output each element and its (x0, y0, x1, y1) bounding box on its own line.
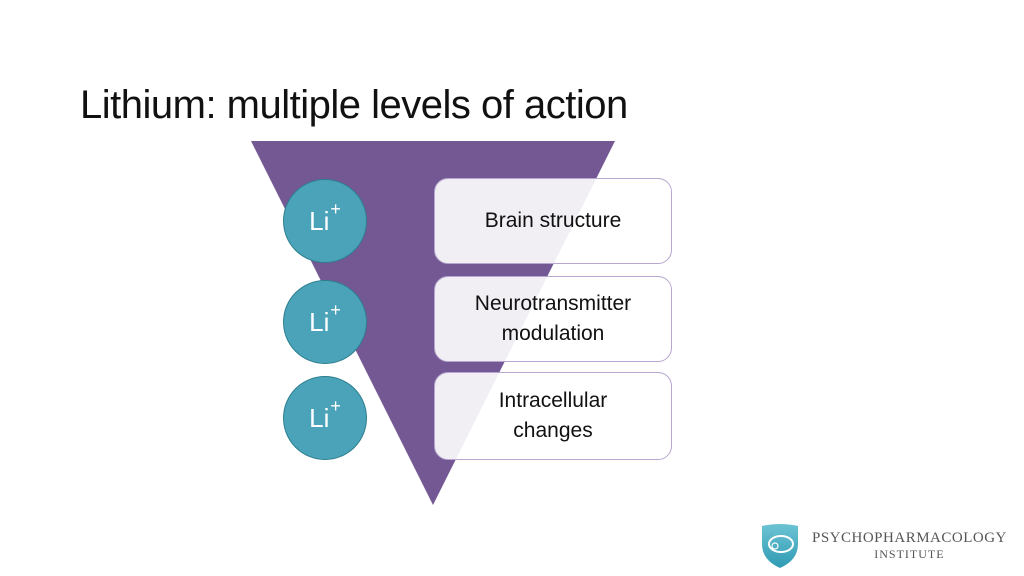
level-brain-structure: Brain structure (434, 178, 672, 264)
ion-charge: + (330, 395, 341, 416)
lithium-ion-2: Li+ (283, 280, 367, 364)
ion-charge: + (330, 299, 341, 320)
level-intracellular-changes: Intracellular changes (434, 372, 672, 460)
institute-logo: PSYCHOPHARMACOLOGY INSTITUTE (758, 522, 1007, 570)
ion-charge: + (330, 198, 341, 219)
ion-symbol: Li (309, 306, 330, 337)
logo-line1: PSYCHOPHARMACOLOGY (812, 530, 1007, 546)
lithium-ion-3: Li+ (283, 376, 367, 460)
logo-line2: INSTITUTE (874, 547, 945, 561)
shield-logo-icon (762, 524, 798, 568)
ion-symbol: Li (309, 205, 330, 236)
level-neurotransmitter-modulation: Neurotransmitter modulation (434, 276, 672, 362)
lithium-ion-1: Li+ (283, 179, 367, 263)
slide-title: Lithium: multiple levels of action (80, 82, 628, 127)
ion-symbol: Li (309, 402, 330, 433)
